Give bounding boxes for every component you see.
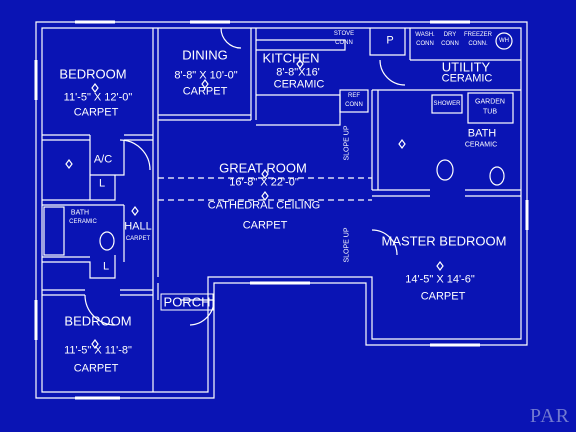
shower	[431, 94, 463, 114]
room-floor: CERAMIC	[273, 78, 325, 91]
interior-wall	[409, 28, 521, 61]
ac-label: A/C	[93, 153, 113, 166]
ceiling-line	[158, 177, 372, 201]
room-name: GREAT ROOM	[219, 160, 307, 176]
room-name: PORCH	[160, 293, 214, 311]
door-swing	[189, 299, 215, 326]
freezer-label: FREEZER	[463, 32, 493, 38]
door-swing	[84, 294, 116, 326]
room-floor: CERAMIC	[464, 141, 498, 149]
interior-wall	[372, 189, 521, 197]
outer-wall-inner	[41, 27, 522, 393]
interior-wall	[158, 114, 251, 121]
room-name: MASTER BEDROOM	[381, 233, 507, 249]
door-swing	[119, 139, 151, 171]
room-ceiling: CATHEDRAL CEILING	[207, 199, 321, 212]
interior-wall	[89, 135, 125, 201]
interior-wall	[42, 289, 153, 296]
toilet	[99, 231, 115, 251]
room-name: BEDROOM	[64, 313, 132, 329]
room-floor: CARPET	[420, 290, 466, 303]
slope-up-label: SLOPE UP	[343, 125, 351, 161]
room-size: 11'-5" X 11'-8"	[64, 344, 132, 357]
room-floor: CERAMIC	[441, 72, 493, 85]
room-name: BATH	[467, 127, 497, 140]
hall-tub	[43, 206, 65, 256]
kitchen-counter	[256, 39, 346, 51]
light-fixture	[65, 59, 444, 349]
water-heater	[495, 32, 513, 50]
washer-label: CONN	[416, 41, 434, 47]
room-size: 11'-5" X 12'-0"	[63, 91, 133, 104]
interior-wall	[152, 28, 159, 392]
interior-wall	[369, 28, 406, 56]
interior-wall	[42, 134, 153, 141]
room-name: DINING	[182, 47, 228, 63]
dryer-label: DRY	[443, 32, 457, 38]
interior-wall	[42, 204, 125, 262]
window	[34, 20, 529, 400]
garden-tub	[467, 92, 514, 124]
garden-tub-label: GARDEN	[475, 98, 505, 106]
ref-label: REF	[348, 93, 360, 99]
interior-wall	[250, 28, 257, 120]
interior-wall	[42, 199, 116, 279]
washer-label: WASH.	[415, 32, 435, 38]
interior-wall	[371, 89, 521, 190]
porch-wall	[157, 283, 214, 301]
kitchen-counter	[256, 94, 341, 126]
water-heater-label: WH	[499, 38, 509, 44]
stove-label: STOVE	[333, 31, 355, 37]
door-swing	[220, 27, 242, 49]
room-name: BEDROOM	[59, 66, 127, 82]
slope-up-label: SLOPE UP	[343, 227, 351, 263]
room-size: 8'-8" X 10'-0"	[174, 69, 238, 82]
door-swing	[371, 229, 398, 256]
fridge	[339, 89, 369, 113]
room-floor: CARPET	[73, 362, 119, 375]
freezer-label: CONN.	[468, 41, 488, 47]
pantry-label: P	[386, 34, 394, 47]
room-size: 8'-8"X16'	[276, 66, 320, 79]
room-size: 14'-5" X 14'-6"	[405, 273, 475, 286]
room-name: BATH	[70, 209, 90, 217]
toilet	[489, 166, 505, 186]
room-floor: CARPET	[242, 219, 288, 232]
shower-label: SHOWER	[433, 101, 461, 107]
room-name: KITCHEN	[262, 50, 320, 66]
room-name: UTILITY	[441, 59, 491, 75]
door-swing	[379, 59, 406, 86]
linen-closet-label: L	[98, 177, 106, 190]
room-floor: CARPET	[182, 85, 228, 98]
dryer-label: CONN	[441, 41, 459, 47]
garden-tub-label: TUB	[483, 108, 497, 116]
room-size: 16'-8" X 22'-0"	[229, 176, 299, 189]
room-floor: CERAMIC	[69, 219, 97, 225]
watermark: PAR	[529, 405, 570, 427]
stove-label: CONN	[335, 40, 353, 46]
ref-label: CONN	[345, 102, 363, 108]
room-name: HALL	[124, 220, 152, 233]
room-floor: CARPET	[125, 236, 151, 242]
linen-closet-label: L	[102, 260, 110, 273]
toilet	[436, 159, 454, 181]
room-floor: CARPET	[73, 106, 119, 119]
